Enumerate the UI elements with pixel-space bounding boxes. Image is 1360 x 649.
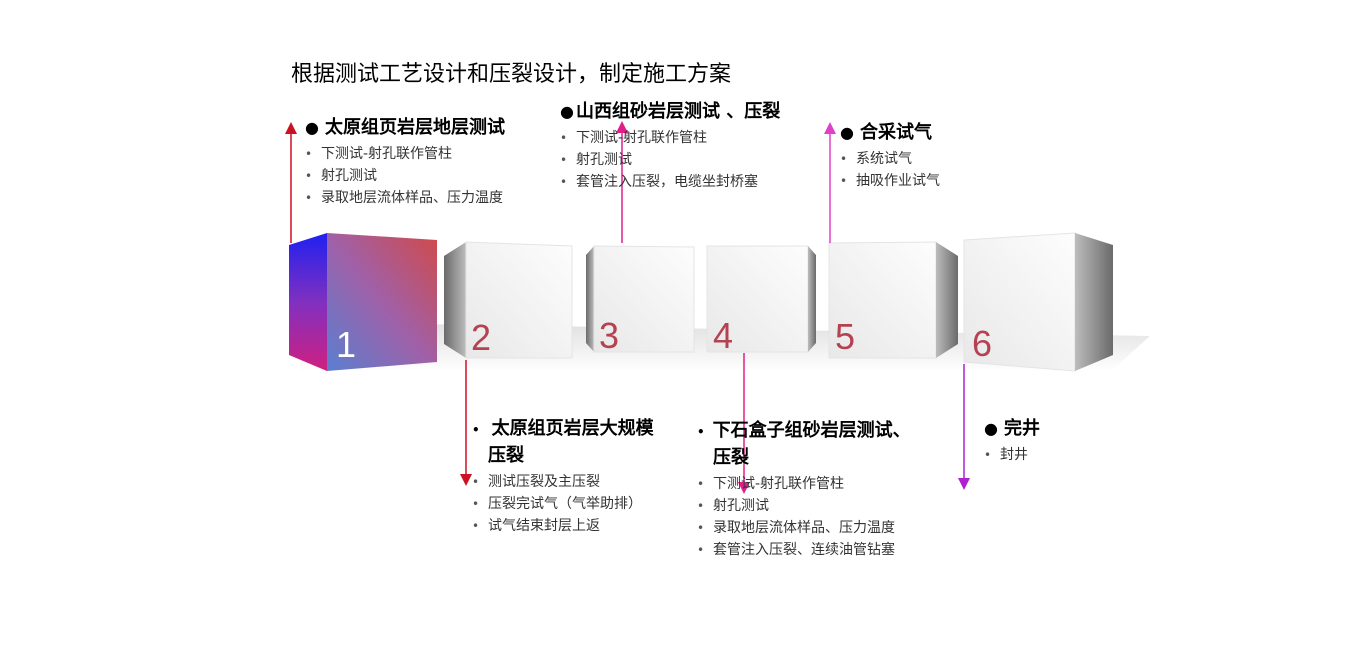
step-number-4: 4 (713, 315, 734, 356)
list-item: 录取地层流体样品、压力温度 (697, 517, 911, 539)
step-4-heading: •下石盒子组砂岩层测试、 (697, 420, 911, 441)
bullet-dot-icon: ● (560, 102, 574, 121)
list-item: 下测试-射孔联作管柱 (560, 127, 780, 149)
step-6-text: ●完井 封井 (984, 416, 1040, 466)
step-5-text: ●合采试气 系统试气 抽吸作业试气 (840, 120, 940, 192)
list-item: 系统试气 (840, 148, 940, 170)
bullet-dot-icon: ● (984, 419, 998, 438)
cube-4 (706, 245, 816, 353)
list-item: 套管注入压裂，电缆坐封桥塞 (560, 171, 780, 193)
step-number-2: 2 (471, 317, 492, 358)
step-3-heading: ●山西组砂岩层测试 、压裂 (560, 99, 780, 125)
bullet-dot-icon: ● (840, 123, 854, 142)
step-4-heading-cont: 压裂 (713, 447, 749, 468)
step-2-text: •太原组页岩层大规模 压裂 测试压裂及主压裂 压裂完试气（气举助排） 试气结束封… (472, 416, 654, 537)
list-item: 测试压裂及主压裂 (472, 471, 654, 493)
step-number-5: 5 (835, 316, 856, 357)
cube-6 (963, 232, 1113, 372)
step-number-1: 1 (336, 324, 357, 365)
step-2-heading: •太原组页岩层大规模 (472, 418, 654, 439)
list-item: 录取地层流体样品、压力温度 (305, 187, 505, 209)
list-item: 压裂完试气（气举助排） (472, 493, 654, 515)
cube-3 (586, 245, 695, 353)
step-4-text: •下石盒子组砂岩层测试、 压裂 下测试-射孔联作管柱 射孔测试 录取地层流体样品… (697, 418, 911, 561)
list-item: 射孔测试 (560, 149, 780, 171)
step-3-text: ●山西组砂岩层测试 、压裂 下测试-射孔联作管柱 射孔测试 套管注入压裂，电缆坐… (560, 99, 780, 193)
step-5-heading: ●合采试气 (840, 120, 940, 146)
step-1-heading: ●太原组页岩层地层测试 (305, 115, 505, 141)
list-item: 封井 (984, 444, 1040, 466)
cube-1 (289, 233, 437, 371)
list-item: 射孔测试 (305, 165, 505, 187)
list-item: 抽吸作业试气 (840, 170, 940, 192)
diagram-title: 根据测试工艺设计和压裂设计，制定施工方案 (291, 62, 732, 87)
step-number-3: 3 (599, 315, 620, 356)
cube-5 (828, 241, 958, 359)
cube-2 (444, 241, 573, 359)
step-1-text: ●太原组页岩层地层测试 下测试-射孔联作管柱 射孔测试 录取地层流体样品、压力温… (305, 115, 505, 209)
bullet-dot-icon: ● (305, 118, 319, 137)
list-item: 试气结束封层上返 (472, 515, 654, 537)
list-item: 射孔测试 (697, 495, 911, 517)
step-6-heading: ●完井 (984, 416, 1040, 442)
step-2-heading-cont: 压裂 (488, 445, 524, 466)
list-item: 下测试-射孔联作管柱 (305, 143, 505, 165)
list-item: 套管注入压裂、连续油管钻塞 (697, 539, 911, 561)
step-number-6: 6 (972, 323, 993, 364)
list-item: 下测试-射孔联作管柱 (697, 473, 911, 495)
